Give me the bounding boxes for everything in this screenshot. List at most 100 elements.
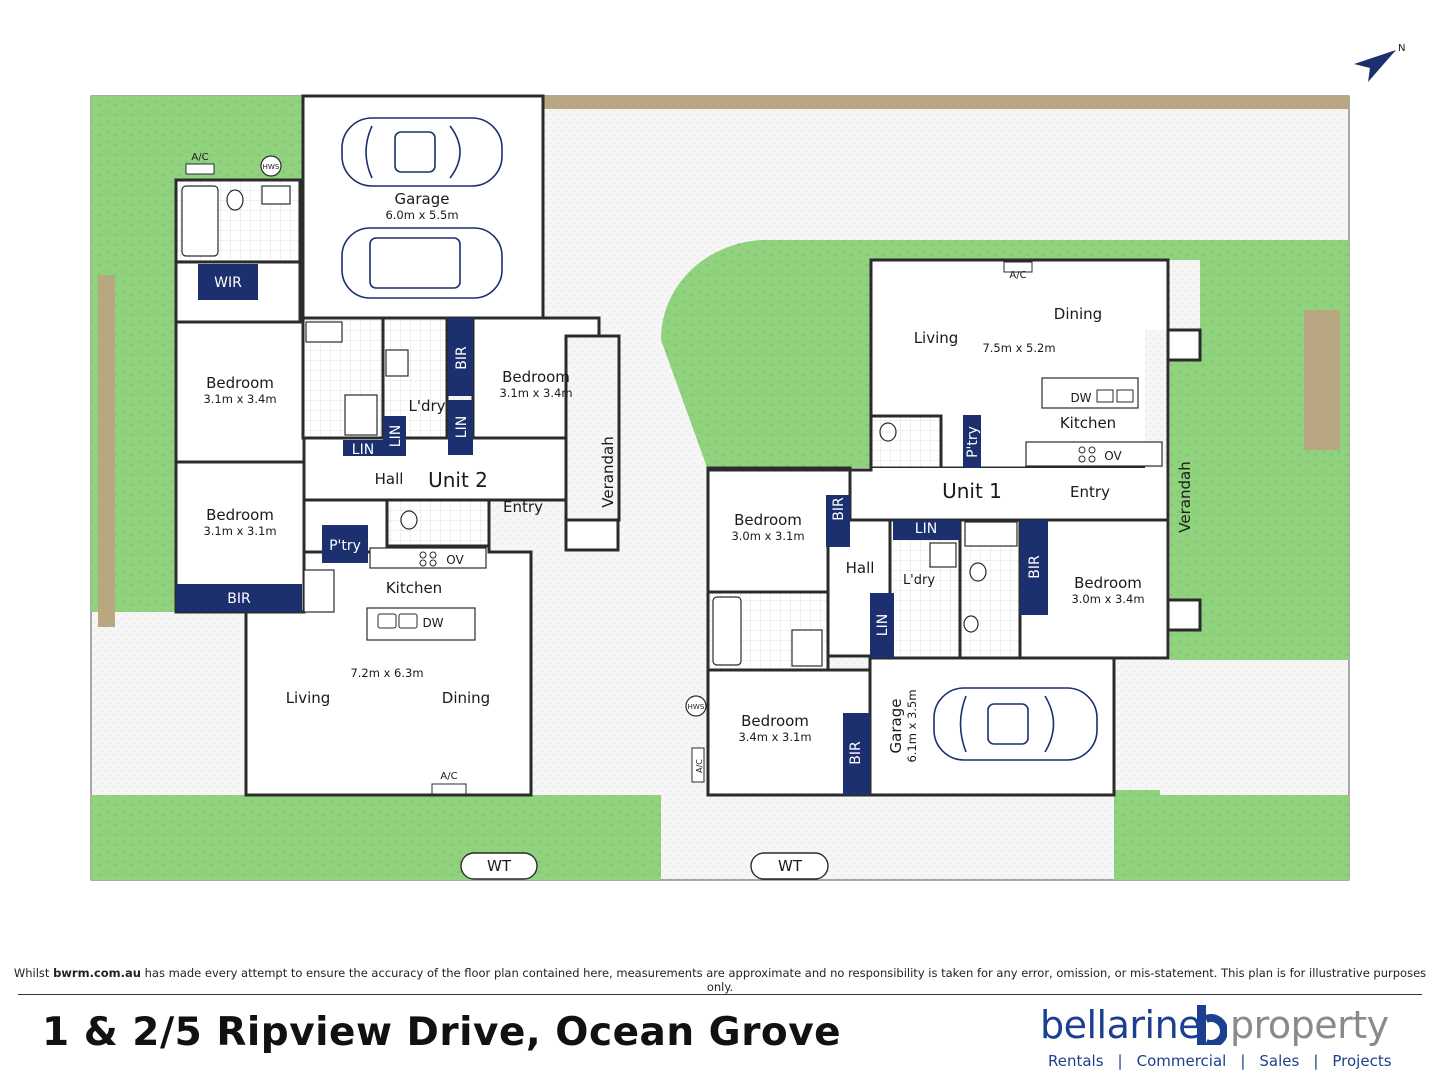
lin-block-unit1-b bbox=[870, 593, 894, 658]
lin-label-unit2-c: LIN bbox=[352, 442, 374, 458]
ac-label-unit1-top: A/C bbox=[1009, 270, 1026, 281]
living-label-unit2: Living bbox=[286, 689, 331, 707]
bedroom-label-unit1-2: Bedroom bbox=[1074, 574, 1142, 592]
pantry-block-unit2 bbox=[322, 525, 368, 563]
hws-unit1 bbox=[685, 695, 707, 717]
ac-label-unit1-side: A/C bbox=[695, 759, 704, 773]
services-list: Rentals|Commercial|Sales|Projects bbox=[1048, 1052, 1392, 1070]
verandah-label-unit2: Verandah bbox=[599, 436, 617, 507]
lawn-left bbox=[91, 96, 303, 612]
pantry-block-unit1 bbox=[963, 415, 981, 468]
ac-label-unit2-top: A/C bbox=[191, 152, 208, 163]
hws-unit2 bbox=[260, 155, 282, 177]
garage-label-unit2: Garage bbox=[395, 190, 450, 208]
brand-left-word: bellarine bbox=[1040, 1003, 1202, 1047]
kitchen-label-unit1: Kitchen bbox=[1060, 414, 1116, 432]
hall-label-unit2: Hall bbox=[375, 470, 404, 488]
laundry-label-unit1: L'dry bbox=[903, 573, 935, 588]
bedroom-dims-unit2-3: 3.1m x 3.1m bbox=[203, 524, 276, 538]
bir-label-unit2-b: BIR bbox=[454, 346, 470, 370]
lawn-front-left bbox=[91, 795, 661, 880]
bir-block-unit2-b bbox=[448, 318, 473, 396]
dw-label-unit2: DW bbox=[422, 616, 443, 630]
unit-2-fittings bbox=[176, 117, 538, 880]
lin-block-unit2-b bbox=[383, 416, 406, 456]
bedroom-dims-unit1-1: 3.0m x 3.1m bbox=[731, 529, 804, 543]
oven-label-unit2: OV bbox=[446, 553, 464, 567]
water-tank-unit2 bbox=[460, 852, 538, 880]
laundry-label-unit2: L'dry bbox=[408, 397, 445, 415]
dining-label-unit2: Dining bbox=[442, 689, 490, 707]
brand-b-icon bbox=[1197, 1005, 1227, 1045]
bir-block-unit2-a bbox=[176, 584, 302, 612]
garage-dims-unit1: 6.1m x 3.5m bbox=[905, 689, 919, 762]
hws-label-unit1: HWS bbox=[688, 703, 705, 711]
lin-block-unit2-a bbox=[448, 400, 473, 455]
unit2-title: Unit 2 bbox=[428, 468, 488, 492]
north-arrow: N bbox=[1354, 43, 1405, 82]
disclaimer-post: has made every attempt to ensure the acc… bbox=[140, 966, 1427, 994]
property-address: 1 & 2/5 Ripview Drive, Ocean Grove bbox=[42, 1010, 842, 1055]
entry-label-unit2: Entry bbox=[503, 498, 543, 516]
bir-block-unit1-c bbox=[843, 713, 870, 795]
bedroom-label-unit2-2: Bedroom bbox=[502, 368, 570, 386]
verandah-label-unit1: Verandah bbox=[1176, 461, 1194, 532]
service-commercial[interactable]: Commercial bbox=[1136, 1052, 1227, 1070]
bedroom-label-unit1-1: Bedroom bbox=[734, 511, 802, 529]
disclaimer-site-link[interactable]: bwrm.com.au bbox=[53, 966, 141, 980]
disclaimer-pre: Whilst bbox=[13, 966, 54, 980]
unit1-title: Unit 1 bbox=[942, 479, 1002, 503]
unit-1-fittings bbox=[685, 261, 1163, 880]
garage-label-unit1: Garage bbox=[887, 699, 905, 754]
lin-label-unit1-b: LIN bbox=[875, 614, 891, 636]
fence bbox=[543, 96, 1349, 109]
bedroom-dims-unit1-2: 3.0m x 3.4m bbox=[1071, 592, 1144, 606]
bir-block-unit1-b bbox=[1020, 520, 1048, 615]
oven-label-unit1: OV bbox=[1104, 449, 1122, 463]
pantry-label-unit2: P'try bbox=[329, 538, 361, 554]
living-label-unit1: Living bbox=[914, 329, 959, 347]
car-bottom-unit2 bbox=[341, 227, 503, 299]
kitchen-label-unit2: Kitchen bbox=[386, 579, 442, 597]
bedroom-label-unit2-1: Bedroom bbox=[206, 374, 274, 392]
service-rentals[interactable]: Rentals bbox=[1048, 1052, 1104, 1070]
ac-label-unit2-bottom: A/C bbox=[440, 771, 457, 782]
wt-label-unit1: WT bbox=[778, 857, 803, 875]
planter-right bbox=[1304, 310, 1340, 450]
bedroom-dims-unit2-1: 3.1m x 3.4m bbox=[203, 392, 276, 406]
north-label: N bbox=[1398, 43, 1405, 54]
bir-label-unit1-b: BIR bbox=[1027, 555, 1043, 579]
living-dims-unit1: 7.5m x 5.2m bbox=[982, 341, 1055, 355]
car-unit1 bbox=[933, 687, 1098, 761]
disclaimer: Whilst bwrm.com.au has made every attemp… bbox=[0, 966, 1440, 994]
dw-label-unit1: DW bbox=[1070, 391, 1091, 405]
bir-label-unit2-a: BIR bbox=[227, 591, 251, 607]
entry-label-unit1: Entry bbox=[1070, 483, 1110, 501]
car-top-unit2 bbox=[341, 117, 503, 187]
bedroom-label-unit1-3: Bedroom bbox=[741, 712, 809, 730]
footer-divider bbox=[18, 994, 1422, 995]
wir-label: WIR bbox=[214, 275, 242, 291]
service-sales[interactable]: Sales bbox=[1259, 1052, 1300, 1070]
hws-label-unit2: HWS bbox=[263, 163, 280, 171]
lin-label-unit1-a: LIN bbox=[915, 521, 937, 537]
floor-plan: N Garage 6.0m x 5.5m A/C HWS WIR Bedroom… bbox=[90, 43, 1405, 881]
bedroom-dims-unit1-3: 3.4m x 3.1m bbox=[738, 730, 811, 744]
planter-left bbox=[98, 275, 115, 627]
dining-label-unit1: Dining bbox=[1054, 305, 1102, 323]
bir-label-unit1-c: BIR bbox=[848, 741, 864, 765]
bedroom-label-unit2-3: Bedroom bbox=[206, 506, 274, 524]
bedroom-dims-unit2-2: 3.1m x 3.4m bbox=[499, 386, 572, 400]
lin-label-unit2-b: LIN bbox=[388, 425, 404, 447]
lin-label-unit2-a: LIN bbox=[454, 416, 470, 438]
brand-right-word: property bbox=[1230, 1003, 1389, 1047]
water-tank-unit1 bbox=[750, 852, 829, 880]
bir-label-unit1-a: BIR bbox=[831, 497, 847, 521]
service-projects[interactable]: Projects bbox=[1332, 1052, 1392, 1070]
garage-dims-unit2: 6.0m x 5.5m bbox=[385, 208, 458, 222]
hall-label-unit1: Hall bbox=[846, 559, 875, 577]
wt-label-unit2: WT bbox=[487, 857, 512, 875]
bir-block-unit1-a bbox=[826, 495, 850, 547]
pantry-label-unit1: P'try bbox=[965, 426, 981, 458]
brand-logo: bellarine property Rentals|Commercial|Sa… bbox=[1040, 1003, 1400, 1075]
